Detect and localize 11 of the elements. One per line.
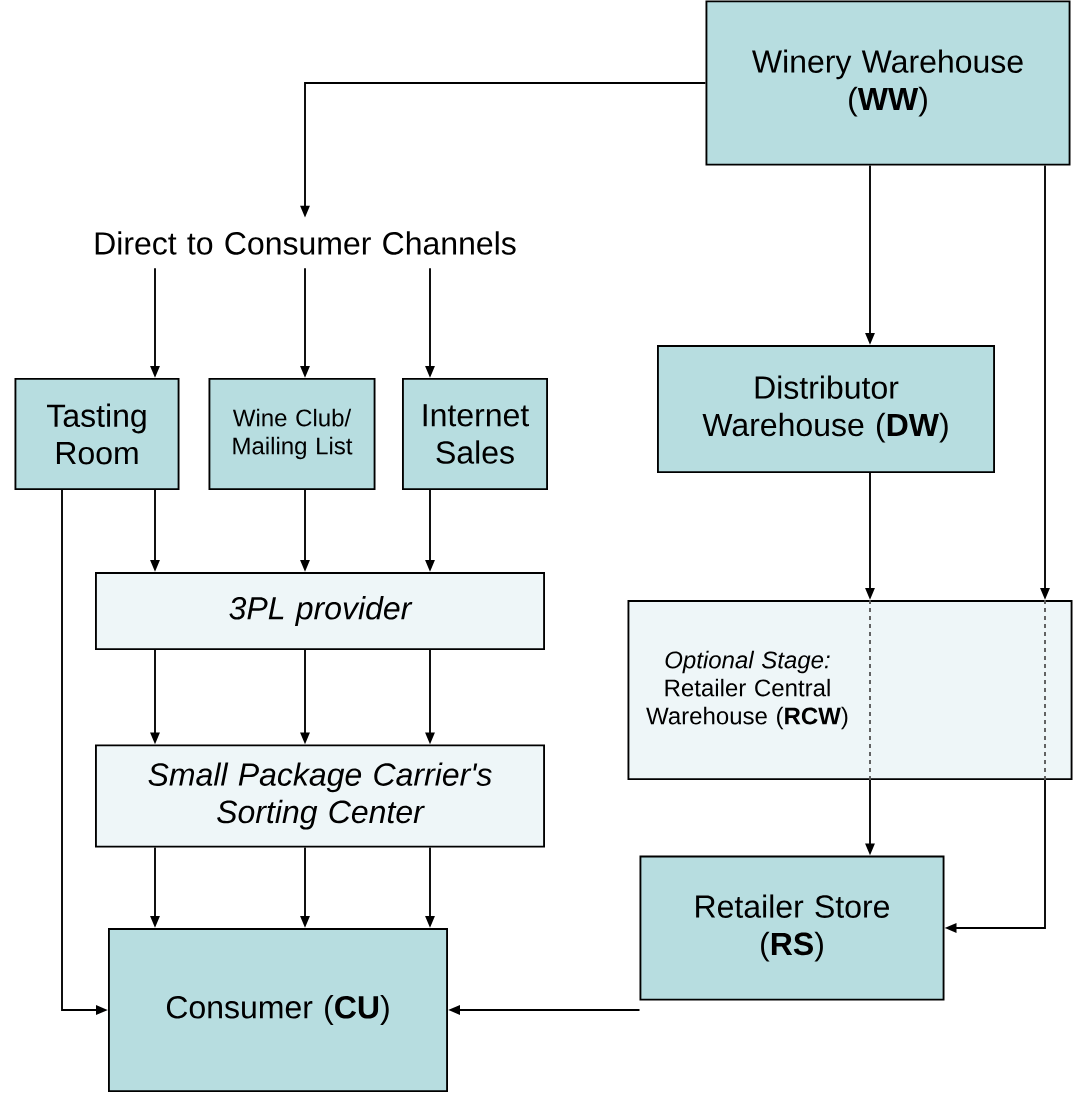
process-box: 3PL provider — [95, 572, 545, 650]
process-box: Retailer Store (RS) — [639, 855, 945, 1001]
process-box: Internet Sales — [402, 378, 548, 490]
process-box: Distributor Warehouse (DW) — [657, 345, 995, 473]
process-box: Optional Stage: Retailer Central Warehouse (RCW) — [627, 600, 1073, 780]
process-box: Small Package Carrier's Sorting Center — [95, 744, 545, 848]
process-box: Winery Warehouse (WW) — [705, 0, 1071, 166]
process-box: Tasting Room — [14, 378, 180, 490]
process-box: Consumer (CU) — [108, 928, 448, 1092]
channel-heading: Direct to Consumer Channels — [95, 231, 516, 255]
process-box: Wine Club/ Mailing List — [208, 378, 376, 490]
